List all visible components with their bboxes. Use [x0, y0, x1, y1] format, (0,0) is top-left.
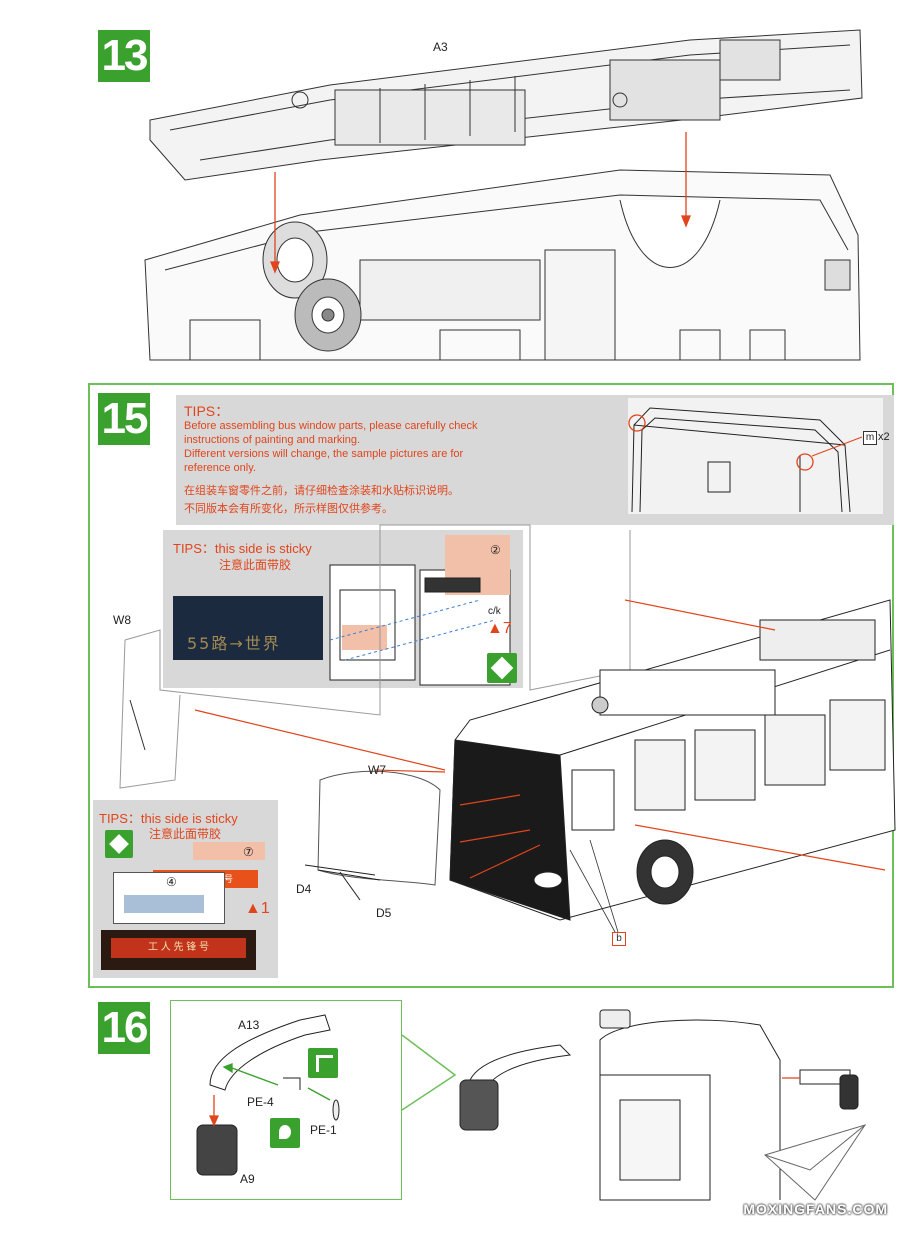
- step-13-illustration: [144, 29, 863, 361]
- glue-icon-3: [308, 1048, 338, 1078]
- step-16-badge: 16: [98, 1002, 150, 1054]
- glue-drop-icon-mark: [279, 1125, 291, 1139]
- part-label-pe1: PE-1: [310, 1123, 337, 1137]
- part-label-a3: A3: [433, 40, 448, 54]
- decal-m-quantity: x2: [878, 431, 890, 443]
- part-label-pe4: PE-4: [247, 1095, 274, 1109]
- part-label-a9: A9: [240, 1172, 255, 1186]
- glue-icon-3-mark: [316, 1055, 333, 1072]
- marking-ref-7: ▲7: [487, 620, 512, 637]
- decal-ref-2: ②: [490, 543, 501, 557]
- destination-sign-photo: 55路→世界: [173, 596, 323, 660]
- tips-main-en-3: Different versions will change, the samp…: [184, 448, 464, 460]
- step-13-badge: 13: [98, 30, 150, 82]
- tips-main-en-4: reference only.: [184, 462, 256, 474]
- decal-m-marker: m: [863, 431, 877, 445]
- part-label-a13: A13: [238, 1018, 260, 1032]
- part-label-d4: D4: [296, 882, 312, 896]
- glue-icon-1: [487, 653, 517, 683]
- sticky-2-pink-strip: [193, 842, 265, 860]
- decal-b-marker: b: [612, 932, 626, 946]
- tips-sticky-2-en: TIPS：this side is sticky: [99, 811, 238, 826]
- part-label-w8: W8: [113, 613, 131, 627]
- decal-ref-7-circle: ⑦: [243, 845, 254, 859]
- decal-ref-ck: c/k: [488, 606, 501, 617]
- sticky-2-window-frame: [113, 872, 225, 924]
- tips-sticky-box-2: TIPS：this side is sticky 注意此面带胶 工 人 先 锋 …: [93, 800, 278, 978]
- tips-sticky-2-cn: 注意此面带胶: [149, 827, 222, 841]
- marking-ref-1: ▲1: [245, 900, 270, 917]
- part-label-w7: W7: [368, 763, 386, 777]
- front-sign-text: 工 人 先 锋 号: [111, 938, 246, 958]
- glue-drop-icon: [270, 1118, 300, 1148]
- tips-sticky-1-cn: 注意此面带胶: [219, 558, 292, 572]
- watermark-text: MOXINGFANS.COM: [743, 1201, 888, 1217]
- step-15-badge: 15: [98, 393, 150, 445]
- tips-main-en-2: instructions of painting and marking.: [184, 434, 361, 446]
- part-label-d5: D5: [376, 906, 392, 920]
- tips-main-en-1: Before assembling bus window parts, plea…: [184, 420, 478, 432]
- tips-main-title: TIPS：: [184, 403, 230, 419]
- glue-icon-2: [105, 830, 133, 858]
- tips-main-cn-1: 在组装车窗零件之前，请仔细检查涂装和水贴标识说明。: [184, 485, 459, 497]
- decal-ref-4: ④: [166, 875, 177, 889]
- front-sign-photo: 工 人 先 锋 号: [101, 930, 256, 970]
- step-15-panel: [88, 383, 894, 988]
- tips-main-cn-2: 不同版本会有所变化，所示样图仅供参考。: [184, 503, 393, 515]
- tips-sticky-1-en: TIPS：this side is sticky: [173, 541, 312, 556]
- sticky-2-blue-glass: [124, 895, 204, 913]
- destination-sign-text: 55路→世界: [187, 634, 281, 653]
